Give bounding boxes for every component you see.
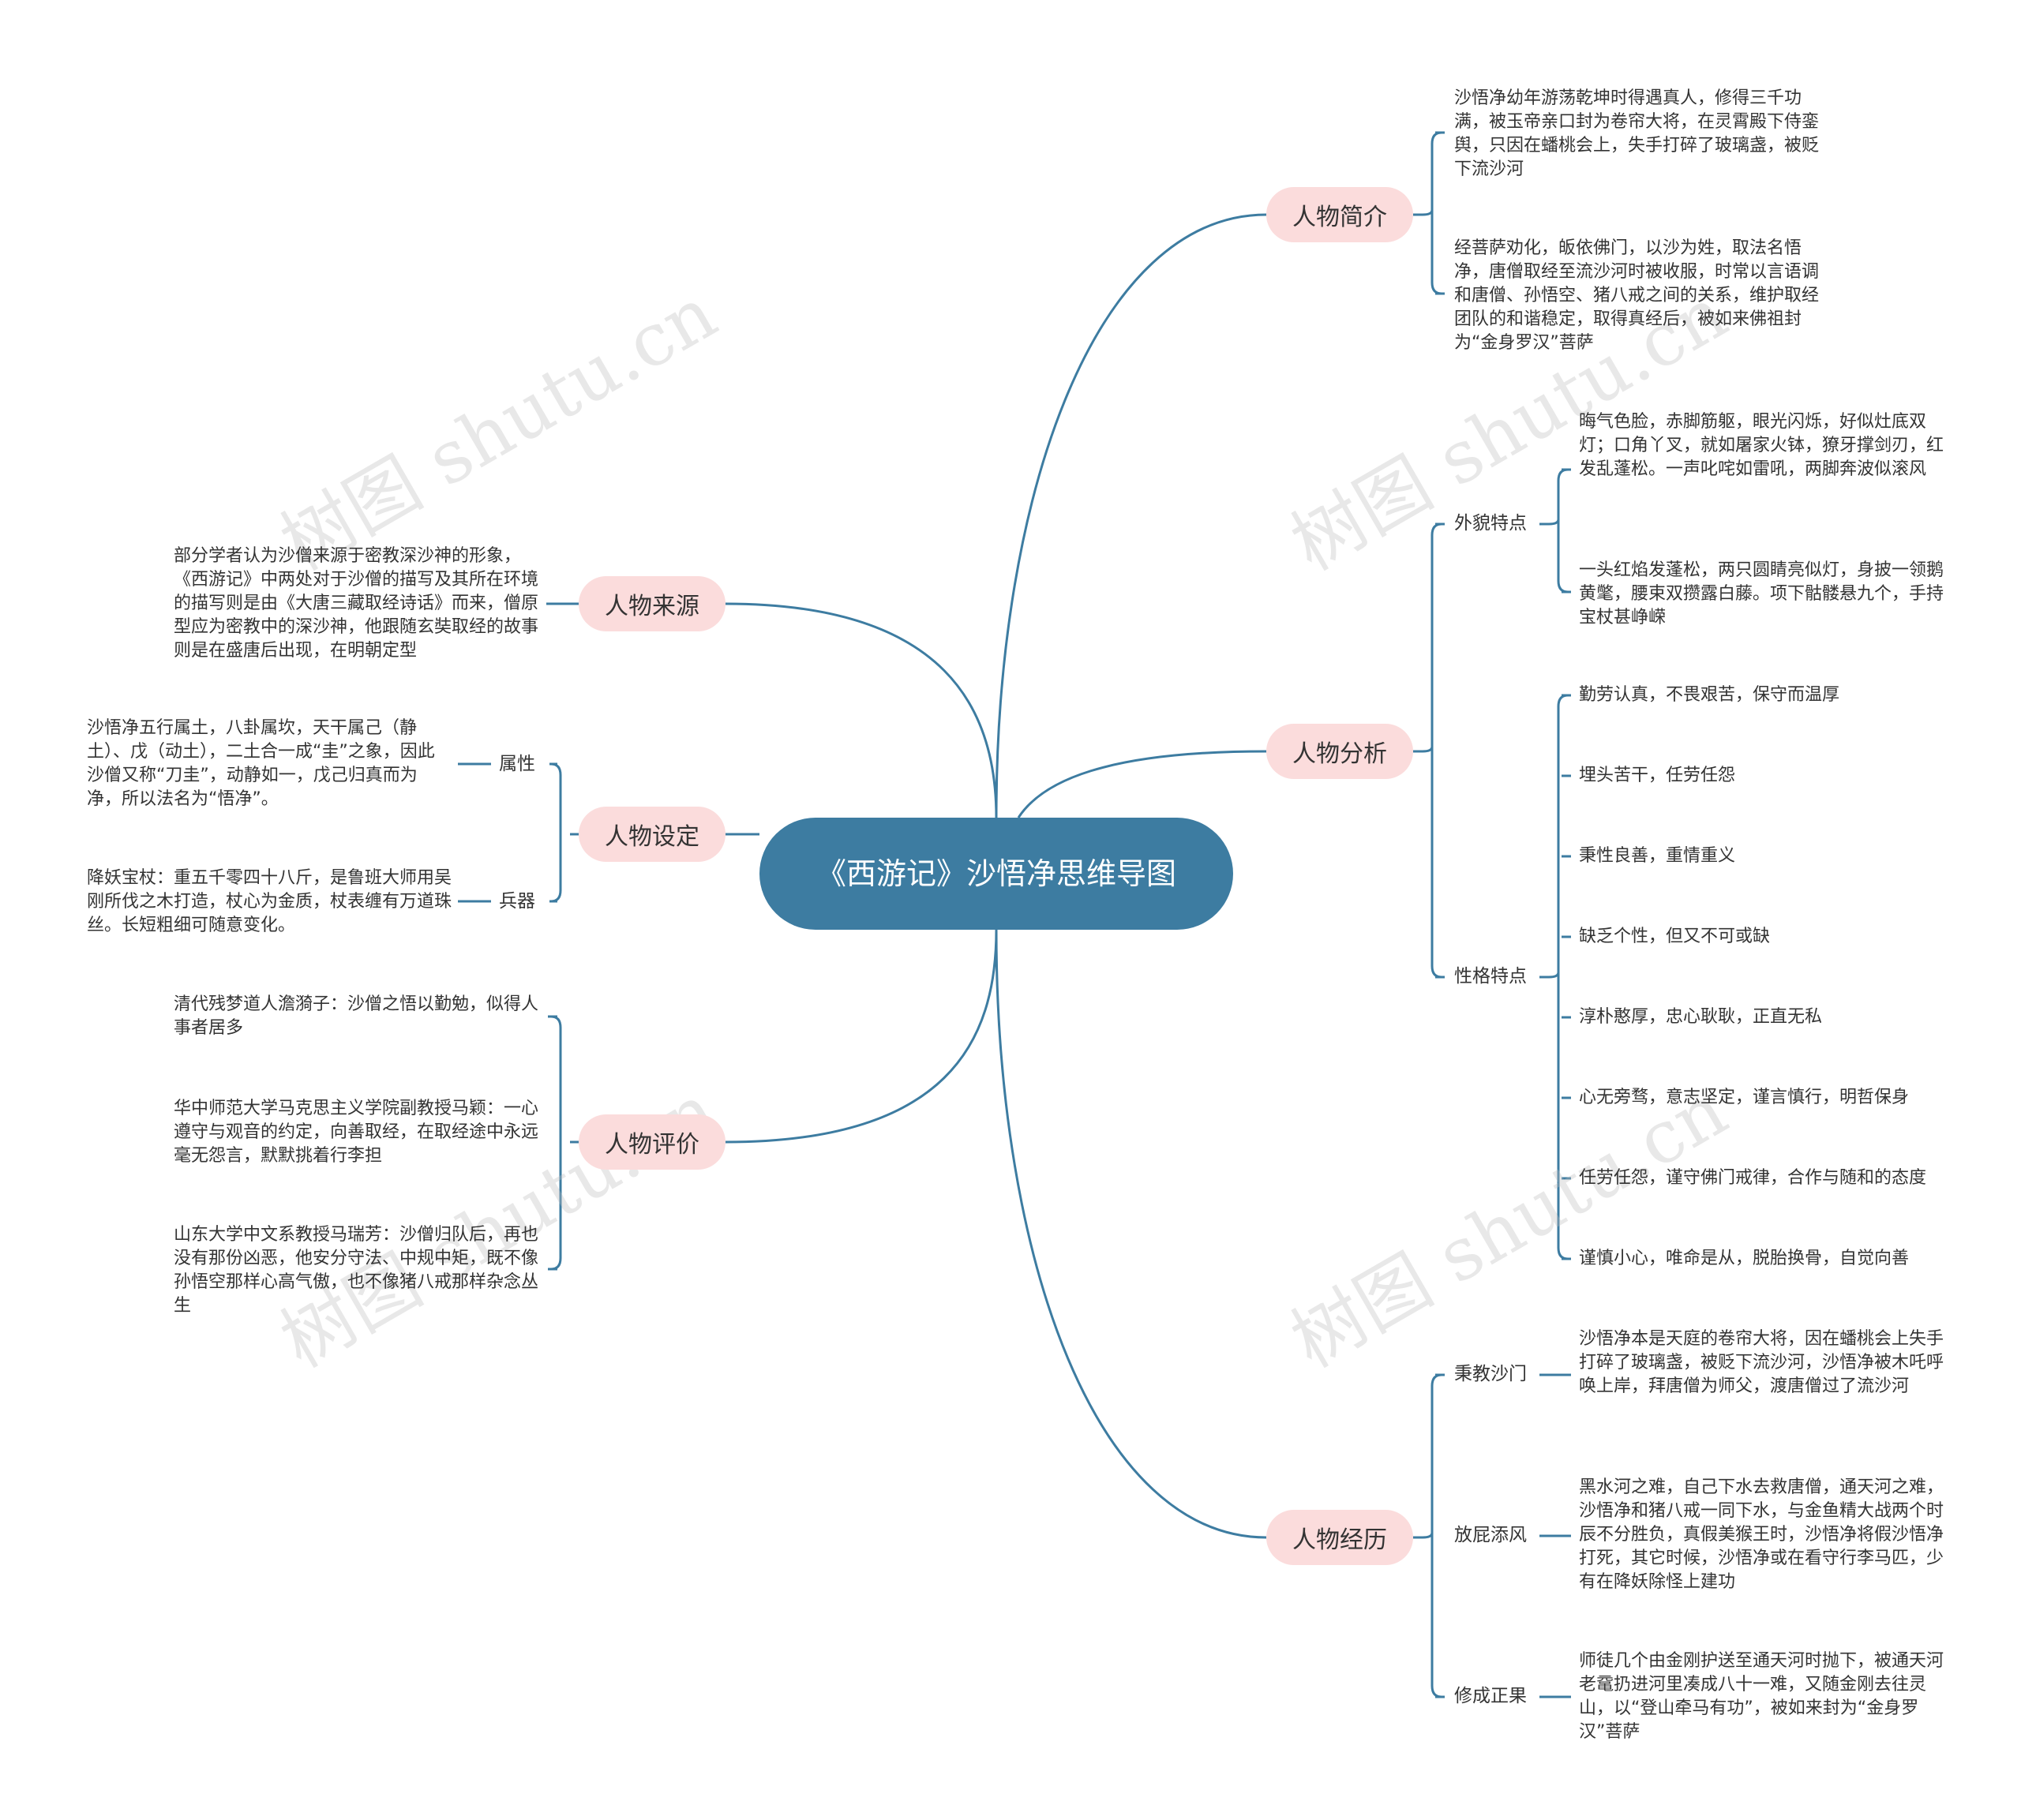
connector-line [1548, 519, 1560, 526]
personality-leaf[interactable]: 心无旁骛，意志坚定，谨言慎行，明哲保身 [1579, 1088, 1910, 1107]
subtopic-appearance[interactable]: 外貌特点 [1454, 513, 1527, 534]
connector-line [1430, 1685, 1442, 1698]
branch-setting[interactable]: 人物设定 [579, 807, 726, 862]
connector-line [1557, 694, 1569, 707]
connector-line [1557, 468, 1569, 481]
intro-leaf[interactable]: 沙悟净幼年游荡乾坤时得遇真人，修得三千功满，被玉帝亲口封为卷帘大将，在灵霄殿下侍… [1454, 88, 1820, 179]
subtopic-weapon[interactable]: 兵器 [499, 891, 535, 912]
evaluation-leaf[interactable]: 山东大学中文系教授马瑞芳：沙僧归队后，再也没有那份凶恶，他安分守法、中规中矩，既… [174, 1225, 539, 1316]
branch-label: 人物分析 [1292, 740, 1387, 768]
personality-leaf[interactable]: 勤劳认真，不畏艰苦，保守而温厚 [1579, 685, 1840, 705]
connector-line [1430, 522, 1442, 536]
connector-line [1422, 746, 1434, 753]
evaluation-leaf[interactable]: 清代残梦道人澹漪子：沙僧之悟以勤勉，似得人事者居多 [174, 994, 539, 1038]
subtopic-experience[interactable]: 秉教沙门 [1454, 1364, 1527, 1384]
connector-line [725, 602, 998, 818]
branch-label: 人物简介 [1292, 204, 1387, 231]
personality-leaf[interactable]: 缺乏个性，但又不可或缺 [1579, 927, 1771, 946]
connector-line [1557, 580, 1569, 594]
connector-line [1017, 750, 1267, 818]
origin-leaf[interactable]: 部分学者认为沙僧来源于密教深沙神的形象，《西游记》中两处对于沙僧的描写及其所在环… [174, 546, 539, 661]
branch-intro[interactable]: 人物简介 [1266, 187, 1413, 242]
branch-label: 人物来源 [605, 593, 699, 620]
connector-line [550, 762, 562, 776]
subtopic-personality[interactable]: 性格特点 [1454, 966, 1527, 987]
connector-line [1422, 209, 1434, 216]
branch-label: 人物经历 [1292, 1526, 1387, 1554]
connector-line [550, 889, 562, 903]
connector-line [550, 1015, 562, 1028]
setting-leaf[interactable]: 沙悟净五行属土，八卦属坎，天干属己（静土）、戊（动土），二土合一成“圭”之象，因… [87, 718, 435, 809]
connector-line [550, 1257, 562, 1271]
personality-leaf[interactable]: 谨慎小心，唯命是从，脱胎换骨，自觉向善 [1579, 1249, 1910, 1268]
experience-leaf[interactable]: 沙悟净本是天庭的卷帘大将，因在蟠桃会上失手打碎了玻璃盏，被贬下流沙河，沙悟净被木… [1579, 1329, 1944, 1396]
personality-leaf[interactable]: 埋头苦干，任劳任怨 [1579, 766, 1736, 785]
appearance-leaf[interactable]: 一头红焰发蓬松，两只圆睛亮似灯，身披一领鹅黄氅，腰束双攒露白藤。项下骷髅悬九个，… [1579, 560, 1944, 627]
experience-leaf[interactable]: 黑水河之难，自己下水去救唐僧，通天河之难，沙悟净和猪八戒一同下水，与金鱼精大战两… [1579, 1477, 1944, 1592]
connector-line [1422, 1532, 1434, 1539]
connector-line [1557, 1247, 1569, 1260]
personality-leaf[interactable]: 淳朴憨厚，忠心耿耿，正直无私 [1579, 1007, 1823, 1027]
branch-label: 人物评价 [605, 1131, 699, 1159]
experience-leaf[interactable]: 师徒几个由金刚护送至通天河时抛下，被通天河老鼋扔进河里凑成八十一难，又随金刚去往… [1579, 1651, 1944, 1742]
connector-line [725, 929, 998, 1144]
subtopic-experience[interactable]: 修成正果 [1454, 1686, 1527, 1706]
branch-label: 人物设定 [605, 823, 699, 851]
connector-line [1430, 131, 1442, 144]
connector-line [1430, 1373, 1442, 1387]
branch-experience[interactable]: 人物经历 [1266, 1510, 1413, 1565]
connector-line [1548, 972, 1560, 979]
connector-line [1430, 282, 1442, 295]
setting-leaf[interactable]: 降妖宝杖：重五千零四十八斤，是鲁班大师用吴刚所伐之木打造，杖心为金质，杖表缠有万… [87, 868, 452, 935]
intro-leaf[interactable]: 经菩萨劝化，皈依佛门，以沙为姓，取法名悟净，唐僧取经至流沙河时被收服，时常以言语… [1454, 238, 1820, 353]
connector-line [1430, 965, 1442, 979]
root-topic[interactable]: 《西游记》沙悟净思维导图 [759, 818, 1233, 930]
root-title: 《西游记》沙悟净思维导图 [816, 856, 1176, 891]
connector-line [995, 929, 1267, 1539]
branch-analysis[interactable]: 人物分析 [1266, 724, 1413, 779]
subtopic-experience[interactable]: 放屁添风 [1454, 1525, 1527, 1545]
personality-leaf[interactable]: 秉性良善，重情重义 [1579, 846, 1736, 866]
branch-origin[interactable]: 人物来源 [579, 576, 726, 631]
subtopic-attribute[interactable]: 属性 [499, 754, 535, 774]
connector-line [995, 213, 1267, 818]
evaluation-leaf[interactable]: 华中师范大学马克思主义学院副教授马颖：一心遵守与观音的约定，向善取经，在取经途中… [174, 1099, 539, 1166]
personality-leaf[interactable]: 任劳任怨，谨守佛门戒律，合作与随和的态度 [1579, 1168, 1927, 1188]
appearance-leaf[interactable]: 晦气色脸，赤脚筋躯，眼光闪烁，好似灶底双灯；口角丫叉，就如屠家火钵，獠牙撑剑刃，… [1579, 412, 1944, 479]
branch-evaluation[interactable]: 人物评价 [579, 1114, 726, 1170]
